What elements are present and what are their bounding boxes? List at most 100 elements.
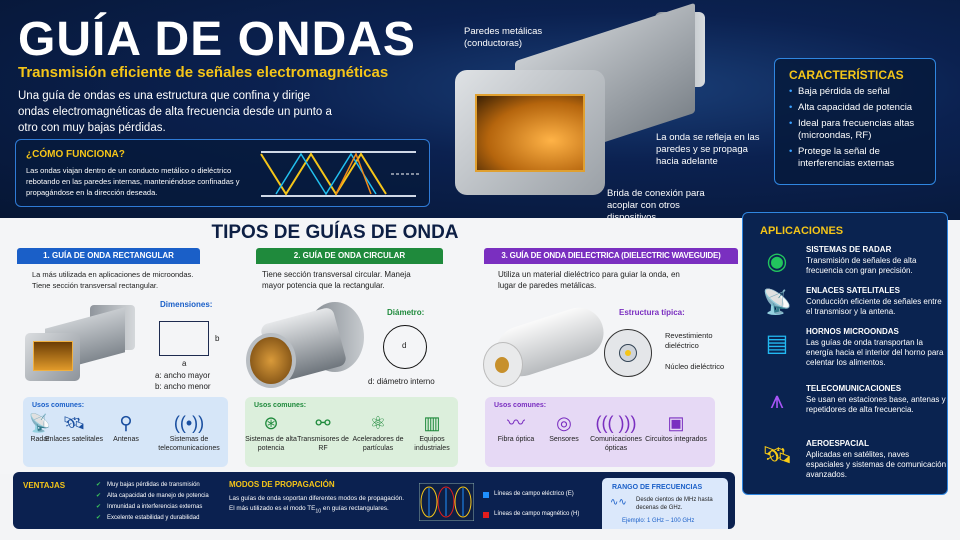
satellite-dish-icon: 📡: [762, 289, 792, 316]
radar-icon: 📡: [28, 413, 52, 433]
uses-title: Usos comunes:: [494, 402, 547, 409]
check-icon: ✔: [96, 504, 102, 510]
check-icon: ✔: [96, 515, 102, 521]
dim-d: d: [402, 341, 407, 350]
uses-title: Usos comunes:: [254, 402, 307, 409]
rect-cross-section: [159, 321, 209, 356]
te10-mode-diagram: [419, 483, 474, 521]
page-subtitle: Transmisión eficiente de señales electro…: [18, 64, 389, 81]
microwave-icon: ▤: [765, 330, 789, 357]
freq-title: RANGO DE FRECUENCIAS: [612, 484, 703, 491]
characteristic-item: Alta capacidad de potencia: [789, 102, 921, 114]
uses-box: Usos comunes: 📡Radar 🛰Enlaces satelitale…: [23, 397, 228, 467]
characteristics-box: CARACTERÍSTICAS Baja pérdida de señal Al…: [774, 58, 936, 185]
check-icon: ✔: [96, 493, 102, 499]
use-item: ◎Sensores: [533, 411, 595, 444]
chip-icon: ▣: [667, 413, 685, 433]
signal-waves-icon: ((•)): [173, 413, 205, 433]
fiber-optic-icon: 〰: [507, 413, 525, 433]
card-header: 3. GUÍA DE ONDA DIELECTRICA (DIELECTRIC …: [484, 248, 738, 264]
uses-title: Usos comunes:: [32, 402, 85, 409]
sensor-icon: ◎: [556, 413, 572, 433]
use-item: ((( )))Comunicaciones ópticas: [585, 411, 647, 453]
antenna-tower-icon: ⩚: [770, 387, 784, 414]
how-it-works-box: ¿CÓMO FUNCIONA? Las ondas viajan dentro …: [15, 139, 430, 207]
dim-b-desc: b: ancho menor: [155, 382, 211, 391]
wave-bounce-diagram: [260, 151, 421, 197]
modes-text: Las guías de onda soportan diferentes mo…: [229, 495, 405, 515]
bottom-band: VENTAJAS ✔Muy bajas pérdidas de transmis…: [13, 472, 735, 529]
advantage-item: ✔Alta capacidad de manejo de potencia: [96, 493, 209, 499]
characteristic-item: Protege la señal de interferencias exter…: [789, 146, 921, 170]
optical-signal-icon: ((( ))): [595, 413, 637, 433]
rf-transmitter-icon: ⚯: [315, 413, 331, 433]
advantage-item: ✔Muy bajas pérdidas de transmisión: [96, 482, 200, 488]
legend-h: Líneas de campo magnético (H): [494, 511, 580, 517]
freq-text: Desde cientos de MHz hasta decenas de GH…: [636, 497, 713, 511]
uses-box: Usos comunes: ⊛Sistemas de alta potencia…: [245, 397, 458, 467]
radar-icon: ◉: [766, 248, 788, 275]
use-item: ▥Equipos industriales: [401, 411, 463, 453]
dims-title: Dimensiones:: [160, 300, 213, 309]
struct-title: Estructura típica:: [619, 308, 685, 317]
card-dielectric: 3. GUÍA DE ONDA DIELECTRICA (DIELECTRIC …: [480, 245, 740, 470]
satellite-icon: 🛰: [62, 413, 86, 433]
satellite-icon: 🛰: [761, 442, 793, 469]
use-item: ⚛Aceleradores de partículas: [347, 411, 409, 453]
card-text: Utiliza un material dieléctrico para gui…: [498, 270, 680, 290]
legend-e: Líneas de campo eléctrico (E): [494, 491, 574, 497]
card-header: 1. GUÍA DE ONDA RECTANGULAR: [17, 248, 200, 264]
advantage-item: ✔Excelente estabilidad y durabilidad: [96, 515, 200, 521]
sine-wave-icon: ∿∿: [610, 497, 627, 508]
label-reflect: La onda se refleja en las paredes y se p…: [656, 132, 760, 167]
card-rectangular: 1. GUÍA DE ONDA RECTANGULAR La más utili…: [15, 245, 230, 470]
freq-example: Ejemplo: 1 GHz – 100 GHz: [622, 518, 695, 524]
high-power-icon: ⊛: [263, 413, 279, 433]
card-header: 2. GUÍA DE ONDA CIRCULAR: [256, 248, 443, 264]
diam-title: Diámetro:: [387, 308, 425, 317]
antenna-icon: ⚲: [119, 413, 133, 433]
rect-waveguide-image: [25, 303, 135, 383]
card-circular: 2. GUÍA DE ONDA CIRCULAR Tiene sección t…: [240, 245, 470, 470]
use-item: ⊛Sistemas de alta potencia: [240, 411, 302, 453]
use-item: ▣Circuitos integrados: [645, 413, 707, 443]
particle-accelerator-icon: ⚛: [369, 413, 387, 433]
modes-title: MODOS DE PROPAGACIÓN: [229, 480, 335, 489]
industrial-equipment-icon: ▥: [423, 413, 441, 433]
characteristic-item: Baja pérdida de señal: [789, 86, 921, 98]
card-text: Tiene sección transversal circular. Mane…: [262, 270, 411, 290]
dielectric-cross-section: [604, 329, 652, 377]
frequency-range-box: RANGO DE FRECUENCIAS ∿∿ Desde cientos de…: [602, 478, 728, 529]
advantage-item: ✔Inmunidad a interferencias externas: [96, 504, 203, 510]
legend-e-swatch: [483, 492, 489, 498]
dielectric-rod-image: [480, 301, 611, 387]
how-text: Las ondas viajan dentro de un conducto m…: [26, 166, 240, 197]
page-title: GUÍA DE ONDAS: [18, 13, 416, 66]
circular-waveguide-image: [246, 300, 366, 390]
cladding-label: Revestimiento dieléctrico: [665, 331, 713, 350]
advantages-title: VENTAJAS: [23, 481, 66, 490]
use-item: ⚯Transmisores de RF: [292, 411, 354, 453]
label-flange: Brida de conexión para acoplar con otros…: [607, 188, 705, 218]
characteristic-item: Ideal para frecuencias altas (microondas…: [789, 118, 921, 142]
card-text: La más utilizada en aplicaciones de micr…: [32, 270, 194, 290]
core-label: Núcleo dieléctrico: [665, 362, 725, 371]
intro-text: Una guía de ondas es una estructura que …: [18, 90, 332, 134]
use-item: 〰Fibra óptica: [485, 411, 547, 444]
how-title: ¿CÓMO FUNCIONA?: [26, 149, 125, 160]
use-item: 🛰Enlaces satelitales: [43, 411, 105, 444]
dim-d-desc: d: diámetro interno: [368, 377, 435, 386]
circle-cross-section: [383, 325, 427, 369]
check-icon: ✔: [96, 482, 102, 488]
legend-h-swatch: [483, 512, 489, 518]
types-title: TIPOS DE GUÍAS DE ONDA: [211, 222, 459, 243]
waveguide-illustration: [455, 2, 760, 202]
use-item: 📡Radar: [9, 411, 71, 444]
applications-title: APLICACIONES: [760, 225, 844, 237]
label-walls: Paredes metálicas (conductoras): [464, 26, 543, 49]
characteristics-title: CARACTERÍSTICAS: [789, 68, 904, 82]
use-item: ((•))Sistemas de telecomunicaciones: [153, 411, 225, 453]
dim-a-desc: a: ancho mayor: [155, 371, 211, 380]
uses-box: Usos comunes: 〰Fibra óptica ◎Sensores ((…: [485, 397, 715, 467]
